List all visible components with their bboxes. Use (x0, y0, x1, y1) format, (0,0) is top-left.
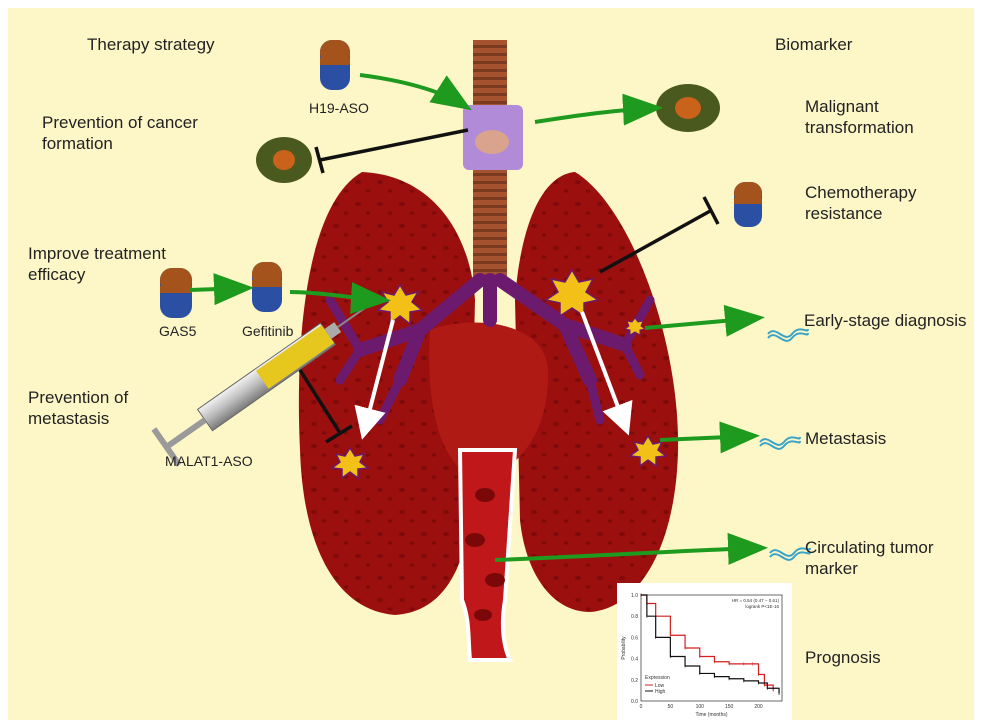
km-ytick: 0.4 (631, 657, 638, 663)
header-therapy-strategy: Therapy strategy (87, 34, 215, 55)
rna-early (768, 329, 808, 341)
cancer-cell-right (656, 84, 720, 132)
biomarker-circulating: Circulating tumor marker (805, 537, 934, 579)
blood-cell (465, 533, 485, 547)
capsule-h19 (320, 40, 350, 90)
biomarker-metastasis: Metastasis (805, 428, 886, 449)
km-ytick: 0.8 (631, 614, 638, 620)
km-xlabel: Time (months) (695, 712, 727, 718)
biomarker-malignant-transformation: Malignant transformation (805, 96, 914, 138)
strategy-prevention-metastasis: Prevention of metastasis (28, 387, 128, 429)
biomarker-early-diagnosis: Early-stage diagnosis (804, 310, 967, 331)
capsule-chemo (734, 182, 762, 227)
km-stat: HR = 0.54 (0.47 − 0.61) (732, 598, 780, 603)
km-xtick: 50 (668, 704, 674, 710)
blood-cell (474, 609, 492, 621)
rna-metastasis (760, 437, 800, 449)
blood-cell (475, 488, 495, 502)
header-biomarker: Biomarker (775, 34, 852, 55)
km-ytick: 0.2 (631, 678, 638, 684)
rna-circulating (770, 548, 810, 560)
drug-gefitinib: Gefitinib (242, 323, 293, 340)
strategy-improve-efficacy: Improve treatment efficacy (28, 243, 166, 285)
km-legend-label: High (655, 689, 666, 695)
blood-vessel (460, 450, 515, 660)
km-ytick: 1.0 (631, 593, 638, 599)
cell-nucleus (475, 130, 509, 154)
km-xtick: 200 (754, 704, 763, 710)
biomarker-chemo-resistance: Chemotherapy resistance (805, 182, 917, 224)
drug-malat1-aso: MALAT1-ASO (165, 453, 253, 470)
capsule-gefitinib (252, 262, 282, 312)
km-stat: logrank P<1E-16 (745, 604, 779, 609)
km-xtick: 0 (640, 704, 643, 710)
km-ytick: 0.0 (631, 699, 638, 705)
km-ytick: 0.6 (631, 635, 638, 641)
km-xtick: 100 (696, 704, 705, 710)
blood-cell (485, 573, 505, 587)
biomarker-prognosis: Prognosis (805, 647, 881, 668)
cancer-cell-left (256, 137, 312, 183)
km-legend-title: Expression (645, 675, 670, 681)
drug-h19-aso: H19-ASO (309, 100, 369, 117)
drug-gas5: GAS5 (159, 323, 196, 340)
km-ylabel: Probability (621, 636, 627, 660)
strategy-prevention-cancer: Prevention of cancer formation (42, 112, 198, 154)
km-xtick: 150 (725, 704, 734, 710)
